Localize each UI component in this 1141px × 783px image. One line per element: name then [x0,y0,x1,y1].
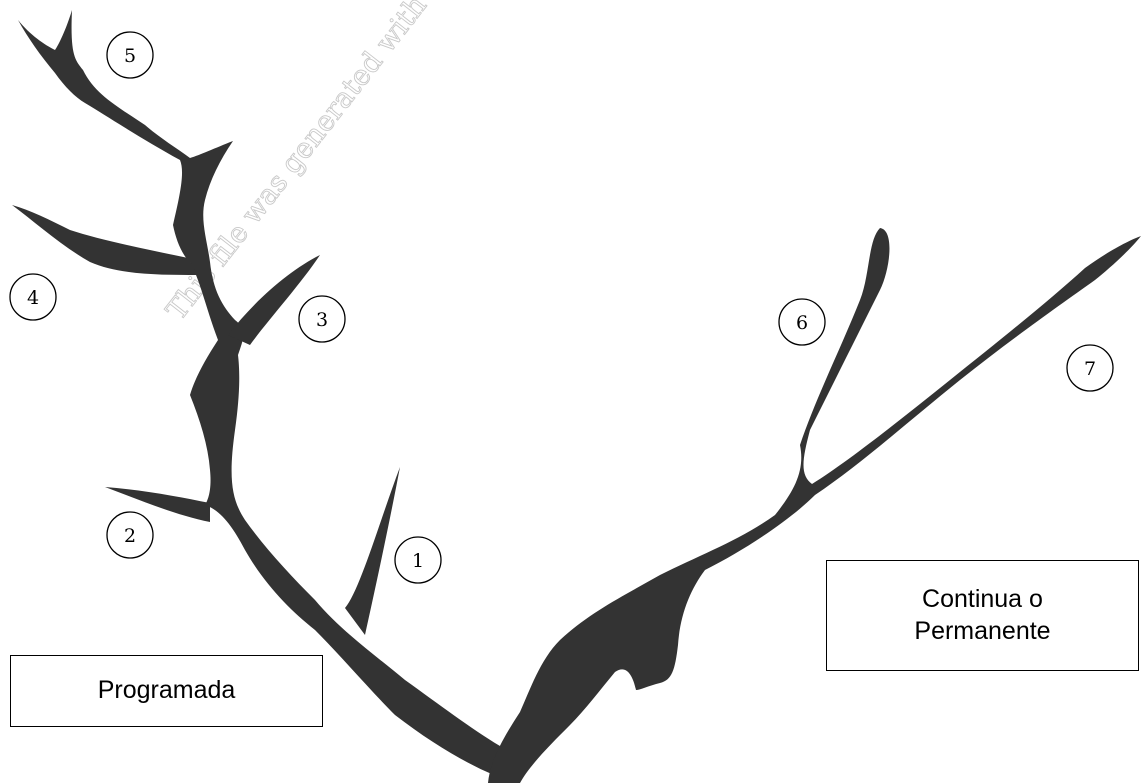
marker-3: 3 [298,295,346,343]
continua-label: Continua o Permanente [914,585,1051,645]
marker-label: 4 [27,287,39,309]
marker-circle [1066,344,1114,392]
marker-circle [298,295,346,343]
marker-4: 4 [9,273,57,321]
branch-1 [345,467,400,635]
branch-3 [228,255,320,345]
right-trunk [488,228,1141,783]
branch-2 [105,487,210,522]
marker-label: 7 [1084,358,1096,380]
marker-circle [9,273,57,321]
branch-4 [12,205,198,275]
branch-tree [12,10,1141,783]
marker-circle [106,31,154,79]
marker-1: 1 [394,536,442,584]
marker-label: 6 [796,312,808,334]
marker-5: 5 [106,31,154,79]
marker-circle [106,511,154,559]
left-trunk [18,10,500,775]
marker-label: 2 [124,525,136,547]
marker-label: 5 [124,45,136,67]
marker-2: 2 [106,511,154,559]
marker-circle [778,298,826,346]
programada-box: Programada [10,655,323,727]
marker-7: 7 [1066,344,1114,392]
marker-circle [394,536,442,584]
continua-box: Continua o Permanente [826,560,1139,671]
programada-label: Programada [97,676,236,705]
marker-label: 3 [316,309,328,331]
marker-6: 6 [778,298,826,346]
marker-label: 1 [412,550,424,572]
